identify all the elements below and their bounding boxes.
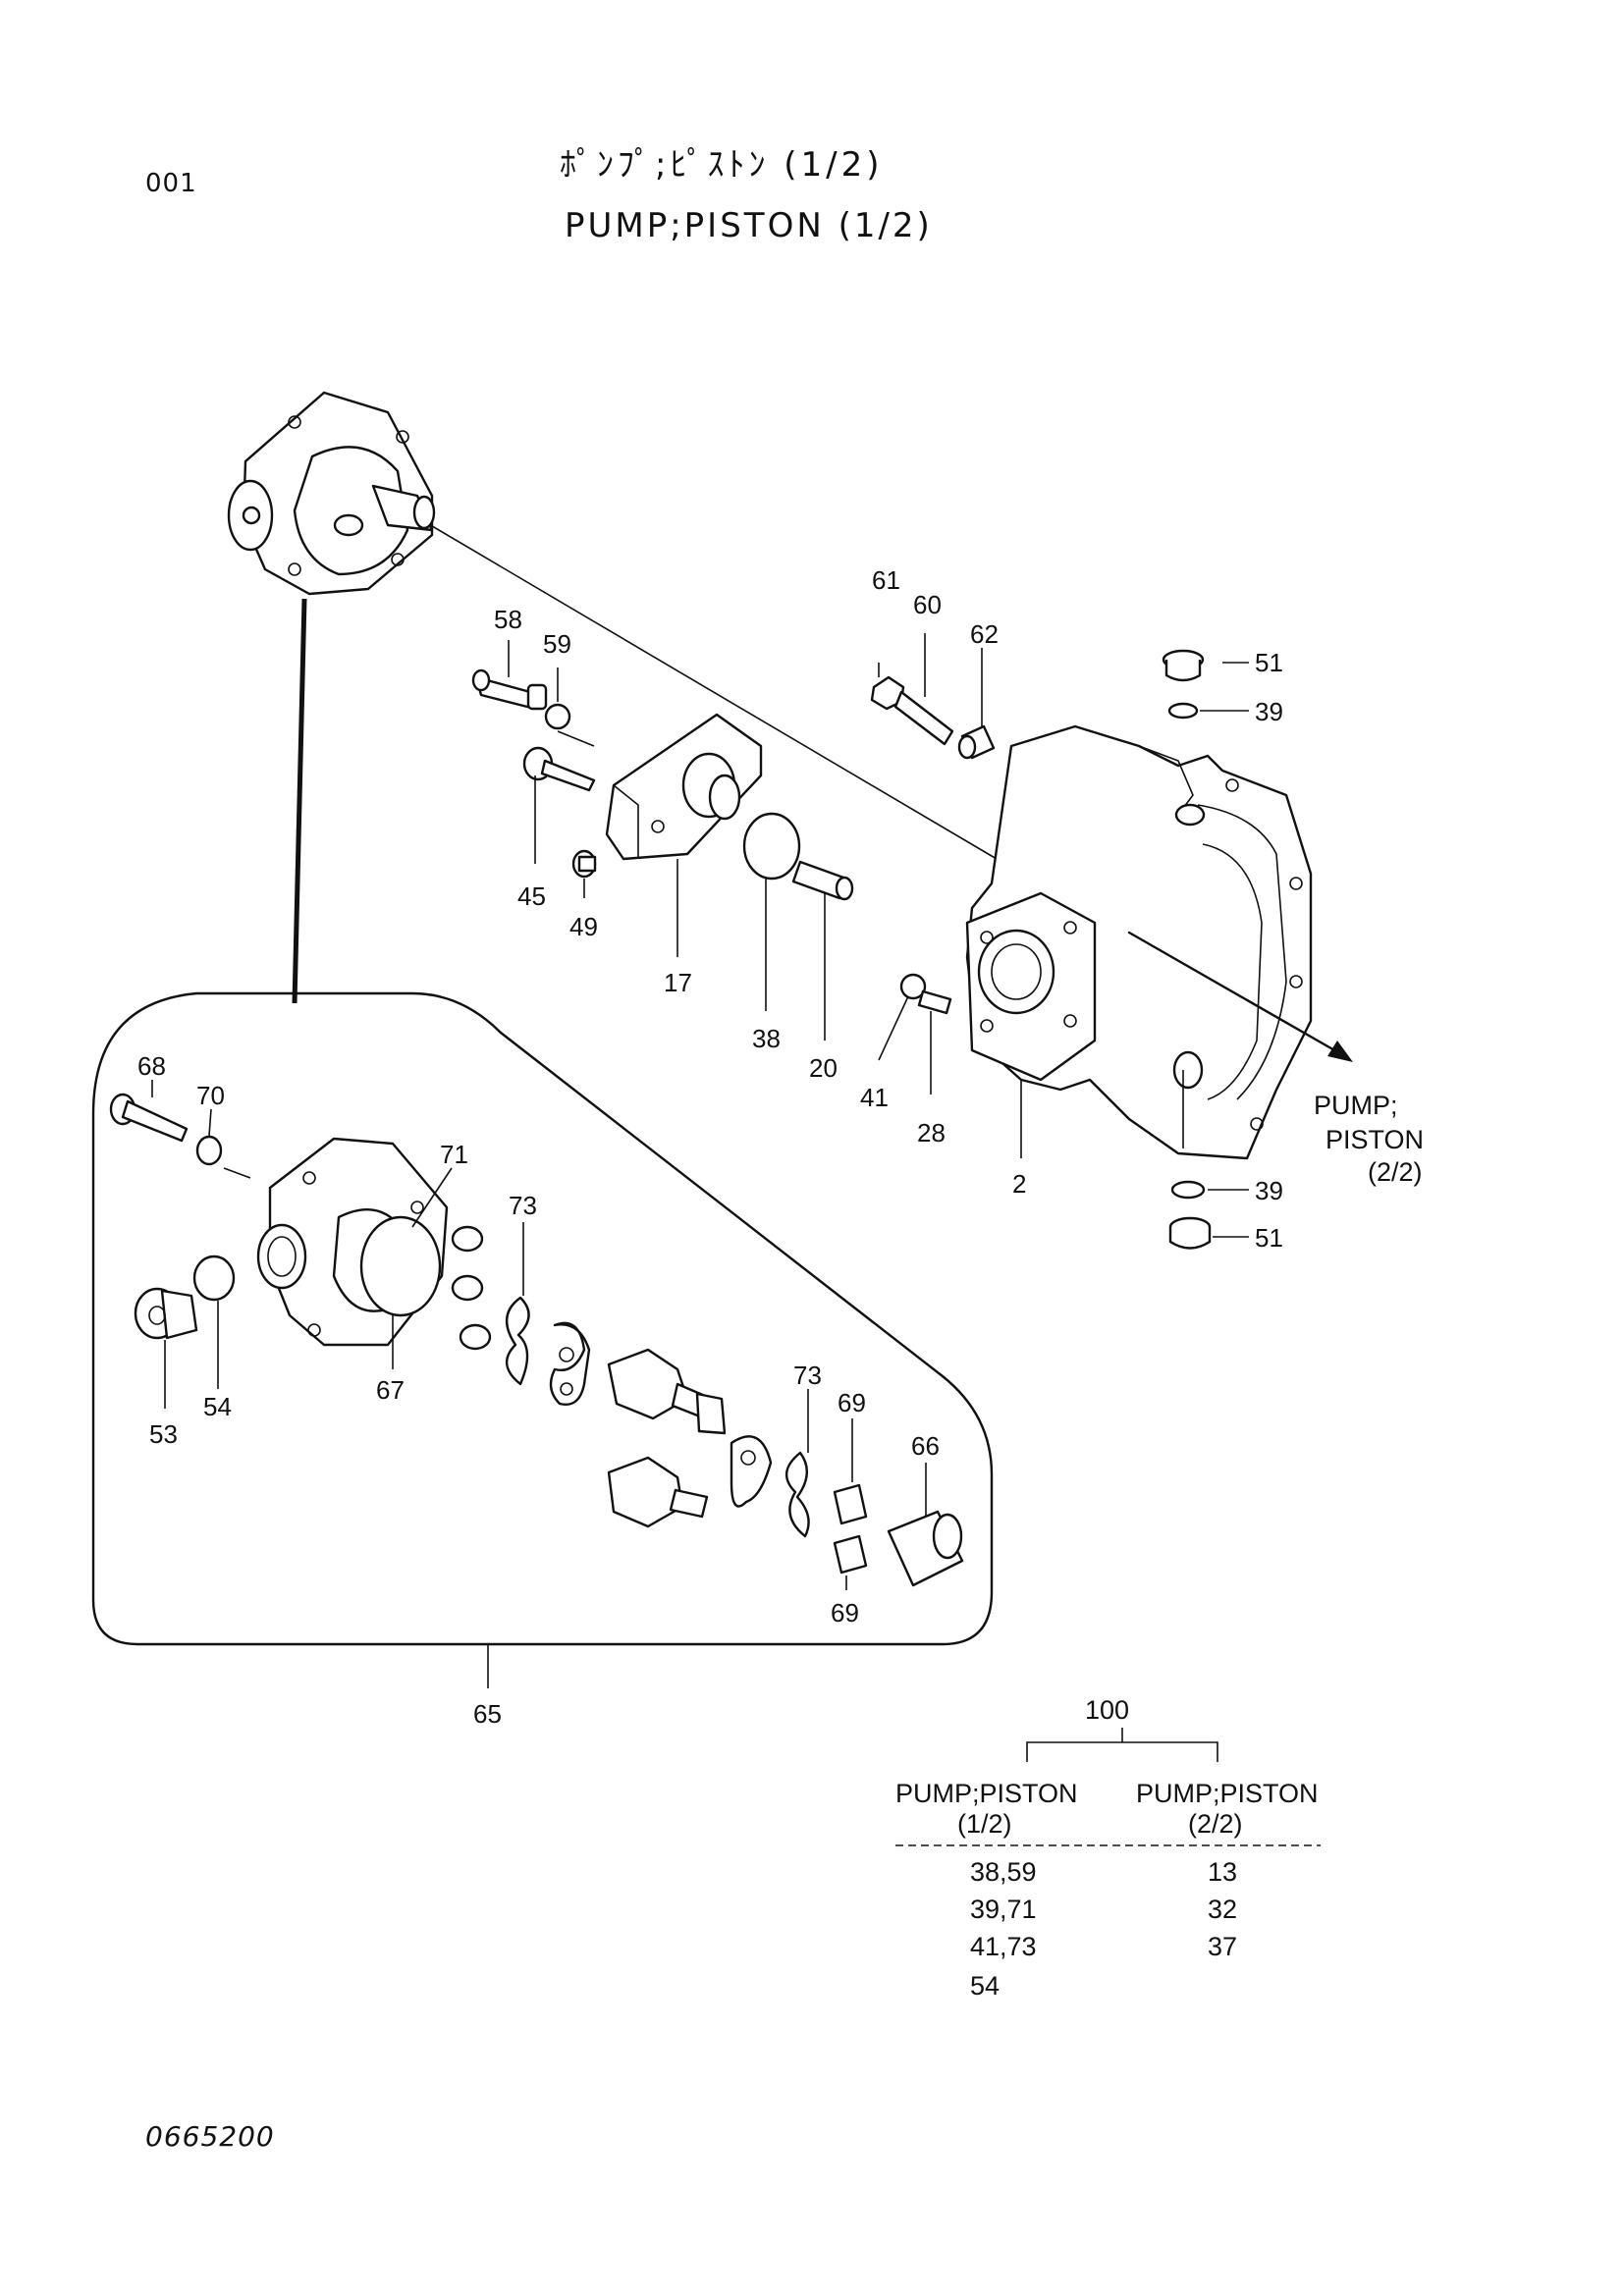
plug-part-49 [571,849,597,879]
callout-17: 17 [664,968,692,997]
table-col2-subheader: (2/2) [1188,1809,1243,1839]
arrow-note-line3: (2/2) [1368,1157,1423,1187]
callout-54: 54 [203,1392,232,1421]
callout-20: 20 [809,1053,838,1083]
table-row-2-col2: 32 [1208,1895,1238,1924]
callout-28: 28 [917,1118,946,1148]
callout-67: 67 [376,1375,405,1405]
callout-73-left: 73 [509,1191,537,1220]
plug-part-51-top [1162,649,1205,682]
o-ring-part-41 [899,973,927,1000]
plug-part-62 [957,724,996,760]
page-title-japanese: ﾎﾟﾝﾌﾟ;ﾋﾟｽﾄﾝ (1/2) [560,145,884,185]
callout-45: 45 [517,881,546,911]
page-title: PUMP;PISTON (1/2) [565,206,933,245]
callout-62: 62 [970,619,999,649]
gear-pump-assembly-top [227,391,436,596]
gear-drive [607,1348,727,1435]
table-col2-header: PUMP;PISTON [1136,1779,1319,1808]
callout-70: 70 [196,1081,225,1110]
callout-39-bottom: 39 [1255,1176,1283,1205]
bushing-part-69-upper [451,1225,492,1351]
valve-block-part-17 [605,713,763,861]
callout-38: 38 [752,1024,781,1053]
detail-box-part-65 [91,991,994,1646]
callout-60: 60 [913,590,942,619]
callout-49: 49 [569,912,598,941]
coupling-part-66 [887,1510,964,1587]
spring-part-20 [791,860,854,901]
gear-driven [607,1456,709,1528]
callout-39-top: 39 [1255,697,1283,726]
table-bracket [1026,1728,1218,1762]
table-col1-header: PUMP;PISTON [895,1779,1078,1808]
callout-51-top: 51 [1255,648,1283,677]
plate-part-73 [549,1321,591,1406]
washer-part-70 [195,1135,223,1166]
page-id: 001 [145,169,197,198]
table-row-3-col2: 37 [1208,1932,1238,1961]
spring-part-60 [893,690,954,746]
callout-53: 53 [149,1419,178,1449]
arrow-note-line2: PISTON [1325,1125,1424,1154]
callout-41: 41 [860,1083,889,1112]
callout-68: 68 [137,1051,166,1081]
table-group-label: 100 [1085,1695,1130,1725]
o-ring-part-39-top [1167,702,1199,720]
callout-59: 59 [543,629,571,659]
callout-71: 71 [440,1140,468,1169]
callout-73-right: 73 [793,1361,822,1390]
plate-part-73-right [730,1435,773,1508]
callout-69-upper: 69 [838,1388,866,1417]
callout-58: 58 [494,605,522,634]
o-ring-part-38 [742,812,801,881]
o-ring-part-39-bottom [1170,1180,1206,1200]
callout-2: 2 [1012,1169,1026,1199]
pump-housing-part-2 [965,724,1313,1160]
callout-51-bottom: 51 [1255,1223,1283,1253]
table-col1-subheader: (1/2) [957,1809,1012,1839]
gasket-part-73-right [785,1451,810,1538]
o-ring-part-54 [192,1255,236,1302]
table-row-2-col1: 39,71 [970,1895,1037,1924]
callout-66: 66 [911,1431,940,1461]
callout-61: 61 [872,565,900,595]
table-row-3-col1: 41,73 [970,1932,1037,1961]
arrow-note-line1: PUMP; [1314,1091,1398,1120]
o-ring-part-59 [544,703,571,730]
leader-lines [151,633,1249,1688]
screw-part-58 [471,668,548,711]
screw-part-28 [917,989,952,1015]
bolt-part-45 [522,746,596,792]
plug-part-51-bottom [1168,1216,1212,1250]
callout-65: 65 [473,1699,502,1729]
gasket-part-73-left [506,1296,530,1386]
drawing-number: 0665200 [145,2120,275,2153]
table-row-1-col1: 38,59 [970,1857,1037,1887]
o-ring-part-71 [359,1215,442,1317]
callout-69-lower: 69 [831,1598,859,1628]
plug-part-53 [134,1287,198,1340]
bolt-part-68 [109,1093,189,1143]
bushing-part-69-lower [833,1483,868,1575]
table-row-1-col2: 13 [1208,1857,1238,1887]
table-row-4-col1: 54 [970,1971,1001,2001]
